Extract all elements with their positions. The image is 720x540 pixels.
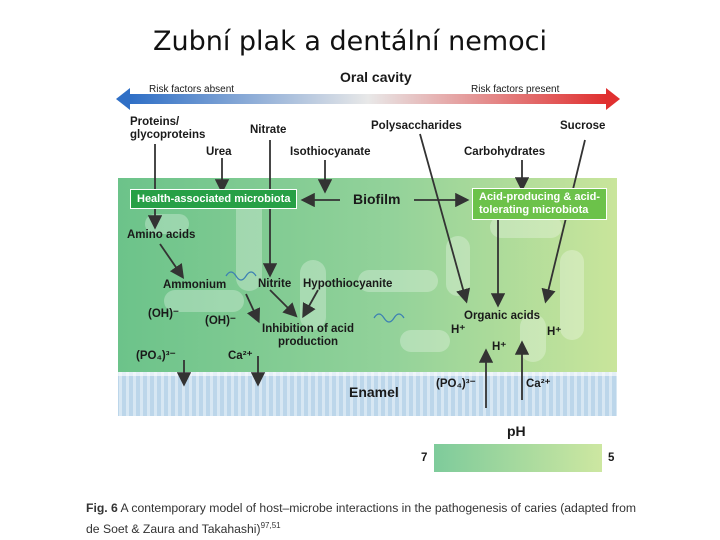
proton-label: H⁺: [492, 341, 507, 353]
amino-acids-label: Amino acids: [127, 229, 196, 241]
figure-references: 97,51: [260, 521, 281, 530]
health-microbiota-badge: Health-associated microbiota: [130, 189, 298, 209]
proton-label: H⁺: [547, 326, 562, 338]
ph-label: pH: [507, 423, 526, 439]
hydroxide-label: (OH)⁻: [148, 308, 179, 320]
ammonium-label: Ammonium: [163, 279, 227, 291]
risk-present-label: Risk factors present: [471, 84, 560, 95]
inhibition-label: Inhibition of acid production: [262, 323, 354, 348]
phosphate-label: (PO₄)³⁻: [136, 350, 176, 362]
nitrate-label: Nitrate: [250, 124, 287, 136]
ph-max-label: 5: [608, 452, 615, 464]
figure-caption: Fig. 6 A contemporary model of host–micr…: [86, 500, 646, 538]
hydroxide-label: (OH)⁻: [205, 315, 236, 327]
page-title: Zubní plak a dentální nemoci: [152, 26, 548, 57]
acid-microbiota-badge: Acid-producing & acid- tolerating microb…: [472, 188, 607, 220]
oral-cavity-label: Oral cavity: [340, 69, 412, 85]
biofilm-label: Biofilm: [353, 191, 401, 207]
risk-gradient-arrow: [116, 88, 620, 110]
phosphate-label: (PO₄)³⁻: [436, 378, 476, 390]
carbohydrates-label: Carbohydrates: [464, 146, 546, 158]
proton-label: H⁺: [451, 324, 466, 336]
organic-acids-label: Organic acids: [464, 310, 541, 322]
isothiocyanate-label: Isothiocyanate: [290, 146, 371, 158]
enamel-layer: [118, 372, 617, 416]
sucrose-label: Sucrose: [560, 120, 606, 132]
polysaccharides-label: Polysaccharides: [371, 120, 462, 132]
figure-caption-text: A contemporary model of host–microbe int…: [86, 501, 637, 537]
calcium-label: Ca²⁺: [526, 378, 551, 390]
enamel-label: Enamel: [349, 384, 399, 400]
hypothiocyanite-label: Hypothiocyanite: [303, 278, 393, 290]
calcium-label: Ca²⁺: [228, 350, 253, 362]
proteins-label: Proteins/ glycoproteins: [130, 116, 206, 141]
urea-label: Urea: [206, 146, 232, 158]
figure-number: Fig. 6: [86, 501, 118, 515]
risk-absent-label: Risk factors absent: [149, 84, 235, 95]
nitrite-label: Nitrite: [258, 278, 292, 290]
ph-scale-bar: [434, 444, 602, 472]
ph-min-label: 7: [421, 452, 428, 464]
flow-arrows: [147, 133, 586, 408]
